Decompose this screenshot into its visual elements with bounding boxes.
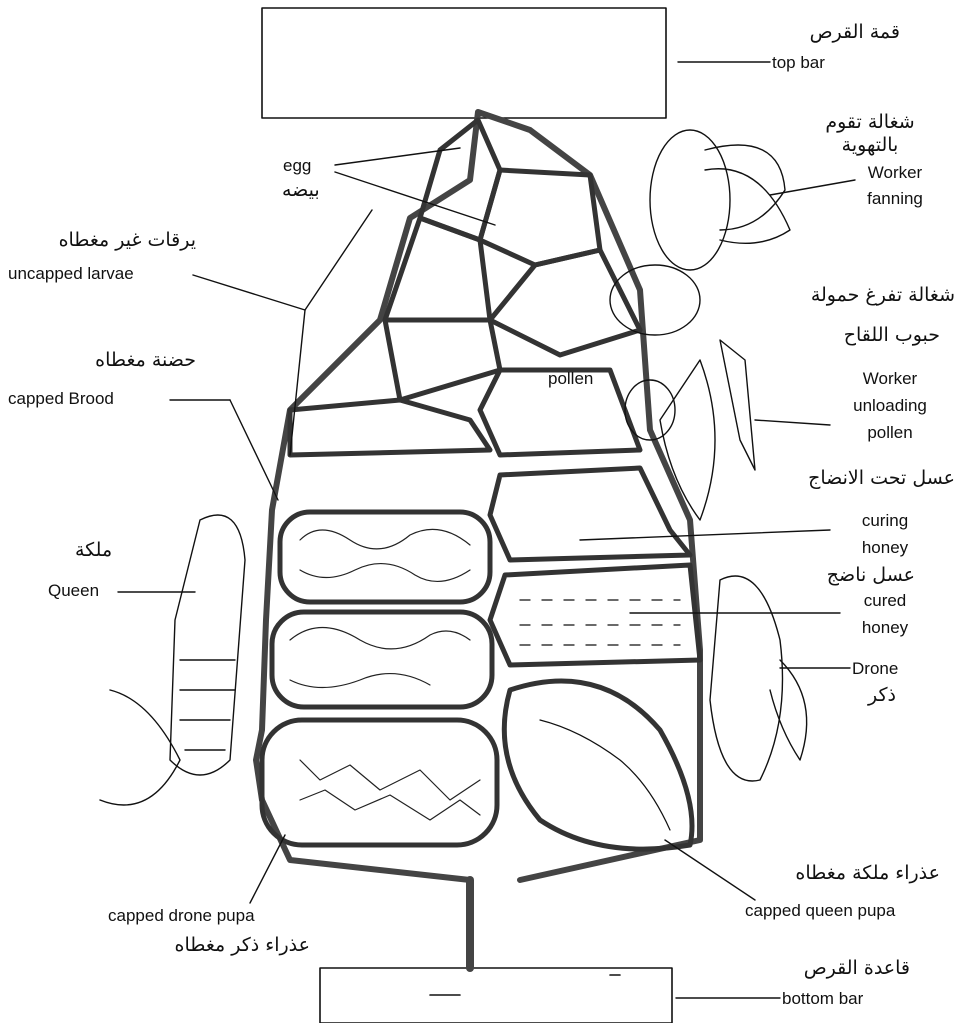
worker-unloading-label-ar-1: شغالة تفرغ حمولة bbox=[730, 285, 955, 306]
capped-brood-label-ar: حضنة مغطاه bbox=[20, 350, 196, 371]
drone-bee bbox=[710, 576, 807, 781]
egg-label-ar: بيضه bbox=[282, 180, 320, 201]
worker-unloading-label-ar-2: حبوب اللقاح bbox=[760, 325, 940, 346]
cured-honey-cell bbox=[490, 565, 700, 665]
worker-fanning-label-ar-2: بالتهوية bbox=[790, 135, 950, 156]
cured-honey-label-ar: عسل ناضج bbox=[770, 565, 915, 586]
queen-label-ar: ملكة bbox=[75, 540, 112, 561]
egg-label: egg bbox=[283, 155, 311, 176]
cured-honey-label-2: honey bbox=[830, 617, 940, 638]
capped-drone-pupa-label: capped drone pupa bbox=[108, 905, 255, 926]
worker-unloading-label-2: unloading bbox=[830, 395, 950, 416]
top-bar-label-ar: قمة القرص bbox=[760, 22, 900, 43]
queen-bee bbox=[100, 515, 245, 805]
curing-honey-label-ar: عسل تحت الانضاج bbox=[735, 468, 955, 489]
bottom-bar bbox=[320, 968, 672, 1023]
top-bar-label: top bar bbox=[772, 52, 825, 73]
worker-unloading-label-1: Worker bbox=[830, 368, 950, 389]
capped-brood-label: capped Brood bbox=[8, 388, 114, 409]
pollen-label: pollen bbox=[548, 368, 593, 389]
capped-queen-pupa-label: capped queen pupa bbox=[745, 900, 895, 921]
queen-pupa-cell bbox=[504, 681, 692, 849]
capped-drone-pupa-label-ar: عذراء ذكر مغطاه bbox=[110, 935, 310, 956]
curing-honey-cell bbox=[490, 468, 690, 560]
curing-honey-label-1: curing bbox=[830, 510, 940, 531]
curing-honey-label-2: honey bbox=[830, 537, 940, 558]
drone-label: Drone bbox=[852, 658, 898, 679]
capped-queen-pupa-label-ar: عذراء ملكة مغطاه bbox=[740, 863, 940, 884]
drone-label-ar: ذكر bbox=[868, 685, 896, 706]
bottom-bar-label-ar: قاعدة القرص bbox=[760, 958, 910, 979]
worker-fanning-label-ar-1: شغالة تقوم bbox=[790, 112, 950, 133]
worker-fanning-label-2: fanning bbox=[840, 188, 950, 209]
worker-unloading-label-3: pollen bbox=[830, 422, 950, 443]
capped-brood-cells bbox=[262, 512, 497, 845]
bottom-bar-label: bottom bar bbox=[782, 988, 863, 1009]
cured-honey-label-1: cured bbox=[830, 590, 940, 611]
queen-label: Queen bbox=[48, 580, 99, 601]
top-bar bbox=[262, 8, 666, 118]
worker-fanning-label-1: Worker bbox=[840, 162, 950, 183]
uncapped-larvae-label-ar: يرقات غير مغطاه bbox=[0, 230, 196, 251]
uncapped-larvae-label: uncapped larvae bbox=[8, 263, 134, 284]
